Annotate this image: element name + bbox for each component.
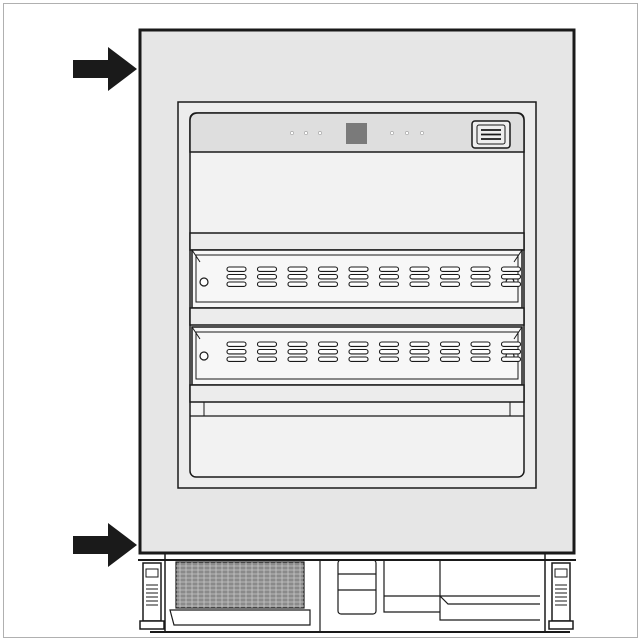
drawer-slot xyxy=(287,273,308,280)
drawer-slot xyxy=(226,266,247,272)
drawer-slots xyxy=(226,341,522,362)
drawer-slot xyxy=(348,356,369,362)
drawer-slot xyxy=(287,341,308,347)
indicator-dots-left xyxy=(290,131,322,135)
drawer-slot xyxy=(256,348,278,355)
display-square xyxy=(346,123,367,144)
drawer-slot xyxy=(470,356,491,362)
menu-icon xyxy=(471,120,511,149)
drawer-slot xyxy=(500,281,522,287)
drawer-slot xyxy=(409,348,430,355)
drawer-slot xyxy=(378,341,400,347)
drawer-slot xyxy=(256,341,278,347)
drawer-slot xyxy=(439,281,461,287)
drawer-slot xyxy=(470,273,491,280)
arrow-bottom xyxy=(73,523,137,567)
drawer-slot xyxy=(226,341,247,347)
drawer-slot xyxy=(348,348,369,355)
grille-pattern xyxy=(176,562,304,608)
drawer-slot xyxy=(500,348,522,355)
drawer-slot xyxy=(226,273,247,280)
drawer-slot xyxy=(439,273,461,280)
drawer-slot xyxy=(470,341,491,347)
drawer-slot xyxy=(470,266,491,272)
drawer-slots xyxy=(226,266,522,287)
drawer-slot xyxy=(287,356,308,362)
drawer-slot xyxy=(317,273,339,280)
drawer xyxy=(189,326,525,403)
base-plinth xyxy=(138,553,576,633)
drawer-slot xyxy=(287,348,308,355)
drawer-slot xyxy=(348,341,369,347)
drawer-slot xyxy=(256,266,278,272)
drawer-slot xyxy=(378,348,400,355)
drawer-slot xyxy=(226,281,247,287)
drawer-slot xyxy=(317,348,339,355)
drawer-slot xyxy=(500,356,522,362)
arrow-top xyxy=(73,47,137,91)
drawer-slot xyxy=(439,348,461,355)
drawer-slot xyxy=(378,273,400,280)
indicator-dots-right xyxy=(390,131,424,135)
drawer-slot xyxy=(470,281,491,287)
drawer-slot xyxy=(470,348,491,355)
drawer-slot xyxy=(409,356,430,362)
drawer-slot xyxy=(317,281,339,287)
drawer-slot xyxy=(287,266,308,272)
left-foot xyxy=(139,562,165,630)
drawer-slot xyxy=(378,356,400,362)
drawer-slot xyxy=(500,273,522,280)
drawer-slot xyxy=(439,341,461,347)
drawer-slot xyxy=(409,273,430,280)
drawer-slot xyxy=(500,266,522,272)
drawer-slot xyxy=(256,281,278,287)
drawer-slot xyxy=(409,266,430,272)
drawer-slot xyxy=(348,273,369,280)
drawer-slot xyxy=(226,356,247,362)
drawer-slot xyxy=(256,356,278,362)
drawer-slot xyxy=(378,281,400,287)
drawer-slot xyxy=(317,356,339,362)
drawer-slot xyxy=(439,356,461,362)
right-foot xyxy=(548,562,574,630)
drawer-slot xyxy=(378,266,400,272)
drawer-slot xyxy=(409,341,430,347)
base-components xyxy=(319,559,540,632)
drawer-slot xyxy=(439,266,461,272)
drawer-slot xyxy=(317,341,339,347)
drawer-slot xyxy=(500,341,522,347)
drawer xyxy=(189,232,525,326)
drawer-slot xyxy=(409,281,430,287)
drawer-slot xyxy=(317,266,339,272)
drawer-slot xyxy=(226,348,247,355)
drawer-slot xyxy=(287,281,308,287)
drawer-slot xyxy=(348,281,369,287)
drawer-slot xyxy=(256,273,278,280)
drawer-slot xyxy=(348,266,369,272)
